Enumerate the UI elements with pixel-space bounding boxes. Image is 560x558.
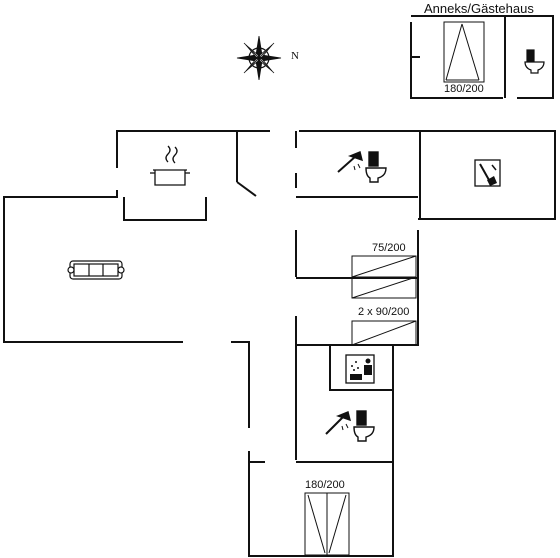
shower-icon-2: [325, 411, 351, 435]
annex-bed-label: 180/200: [444, 83, 484, 95]
vacuum-cleaner-icon: [474, 159, 501, 187]
annex-title: Anneks/Gästehaus: [424, 1, 534, 16]
bed-single-label: 75/200: [372, 242, 406, 254]
toilet-icon: [365, 151, 387, 183]
bed-single: [351, 255, 417, 299]
bed-twin-label: 2 x 90/200: [358, 306, 410, 318]
annex-toilet-icon: [524, 49, 545, 74]
cooking-pot-icon: [150, 145, 190, 186]
bed-double: [304, 492, 350, 556]
compass-north-label: N: [291, 50, 299, 62]
sauna-icon: [345, 354, 375, 384]
annex-bed: [443, 21, 485, 83]
toilet-icon-2: [353, 410, 375, 442]
bed-double-label: 180/200: [305, 479, 345, 491]
walls: [3, 15, 556, 557]
compass-rose-icon: [236, 35, 282, 81]
bed-twin: [351, 320, 417, 346]
shower-icon: [337, 151, 363, 173]
sofa-icon: [67, 260, 125, 280]
